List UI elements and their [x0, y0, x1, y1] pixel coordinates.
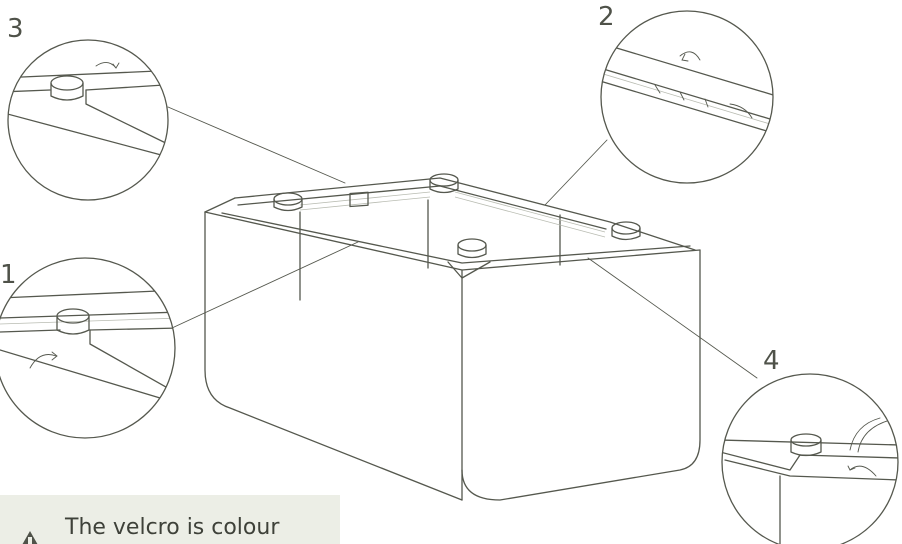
peg-right: [611, 221, 641, 241]
detail-circle-1: [0, 257, 176, 439]
box-illustration: [204, 173, 701, 501]
note-text: The velcro is colour: [65, 515, 280, 540]
note-box: The velcro is colour: [0, 495, 340, 544]
peg-back-left: [273, 192, 303, 212]
detail-circle-3: [7, 39, 169, 201]
detail-circle-2: [600, 10, 774, 184]
peg-back-center: [429, 173, 459, 194]
peg-front: [457, 238, 487, 259]
step-number-1: 1: [0, 260, 17, 290]
detail-circle-4: [721, 373, 899, 544]
step-number-3: 3: [7, 14, 24, 44]
step-number-4: 4: [763, 346, 780, 376]
warning-icon: [22, 531, 38, 544]
leader-lines: [167, 106, 758, 379]
step-number-2: 2: [598, 2, 615, 32]
